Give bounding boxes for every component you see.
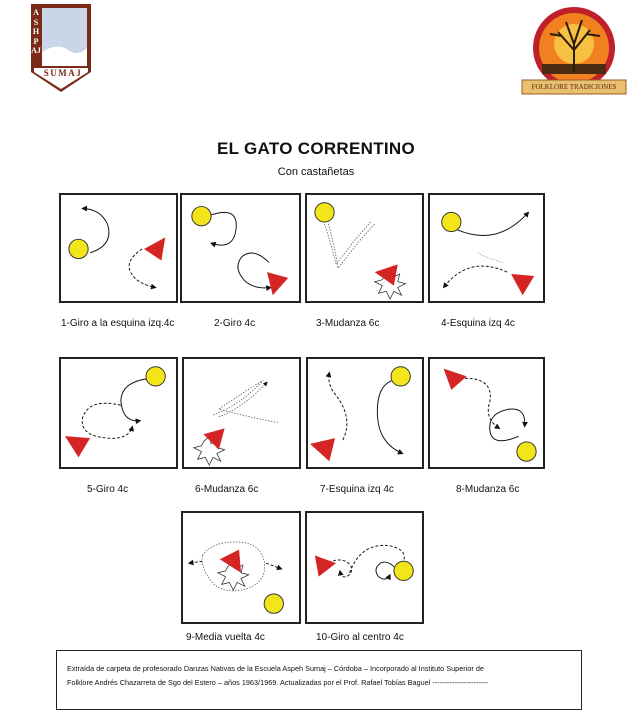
page-title: EL GATO CORRENTINO	[216, 139, 416, 158]
yellow-circle-dancer-icon	[191, 206, 212, 227]
yellow-circle-dancer-icon	[263, 593, 284, 614]
red-triangle-dancer-icon	[511, 274, 535, 296]
logo-banner-text: FOLKLORE TRADICIONES	[531, 83, 617, 91]
figure-caption: 1-Giro a la esquina izq.4c	[61, 318, 175, 329]
yellow-circle-dancer-icon	[393, 560, 414, 582]
figure-3	[305, 193, 424, 303]
yellow-circle-dancer-icon	[390, 366, 411, 387]
yellow-circle-dancer-icon	[145, 366, 166, 387]
figure-caption: 4-Esquina izq 4c	[441, 318, 515, 329]
figure-caption: 2-Giro 4c	[214, 318, 256, 329]
figure-5	[59, 357, 178, 469]
red-triangle-dancer-icon	[219, 549, 241, 573]
figure-caption: 3-Mudanza 6c	[316, 318, 380, 329]
source-note-line-1: Extraída de carpeta de profesorado Danza…	[67, 664, 484, 673]
figure-2	[180, 193, 301, 303]
figure-caption: 10-Giro al centro 4c	[316, 632, 404, 643]
red-triangle-dancer-icon	[64, 436, 91, 458]
figure-caption: 9-Media vuelta 4c	[186, 632, 265, 643]
yellow-circle-dancer-icon	[516, 441, 537, 462]
logo-bottom-text: SUMAJ	[43, 68, 83, 78]
red-triangle-dancer-icon	[374, 264, 398, 286]
figure-caption: 5-Giro 4c	[87, 484, 129, 495]
star-burst-icon	[373, 269, 407, 300]
figure-caption: 6-Mudanza 6c	[195, 484, 259, 495]
yellow-circle-dancer-icon	[68, 238, 89, 260]
figure-caption: 8-Mudanza 6c	[456, 484, 520, 495]
page-subtitle: Con castañetas	[277, 166, 355, 178]
figure-10	[305, 511, 424, 624]
source-note: Extraída de carpeta de profesorado Danza…	[56, 650, 582, 710]
figure-4	[428, 193, 545, 303]
red-triangle-dancer-icon	[203, 428, 225, 450]
figure-7	[306, 357, 424, 469]
yellow-circle-dancer-icon	[441, 211, 462, 233]
figure-8	[428, 357, 545, 469]
figure-6	[182, 357, 301, 469]
yellow-circle-dancer-icon	[314, 202, 335, 223]
figure-1	[59, 193, 178, 303]
folklore-tradiciones-logo: FOLKLORE TRADICIONES	[520, 4, 628, 96]
red-triangle-dancer-icon	[144, 237, 166, 261]
ashpaj-sumaj-logo: ASHPAJ SUMAJ	[28, 2, 94, 94]
logo-vertical-text: ASHPAJ	[31, 8, 41, 55]
red-triangle-dancer-icon	[267, 272, 289, 296]
red-triangle-dancer-icon	[314, 555, 337, 577]
red-triangle-dancer-icon	[310, 438, 336, 462]
figure-caption: 7-Esquina izq 4c	[320, 484, 394, 495]
source-note-line-2: Folklore Andrés Chazarreta de Sgo del Es…	[67, 678, 489, 687]
red-triangle-dancer-icon	[443, 368, 467, 390]
figure-9	[181, 511, 301, 624]
